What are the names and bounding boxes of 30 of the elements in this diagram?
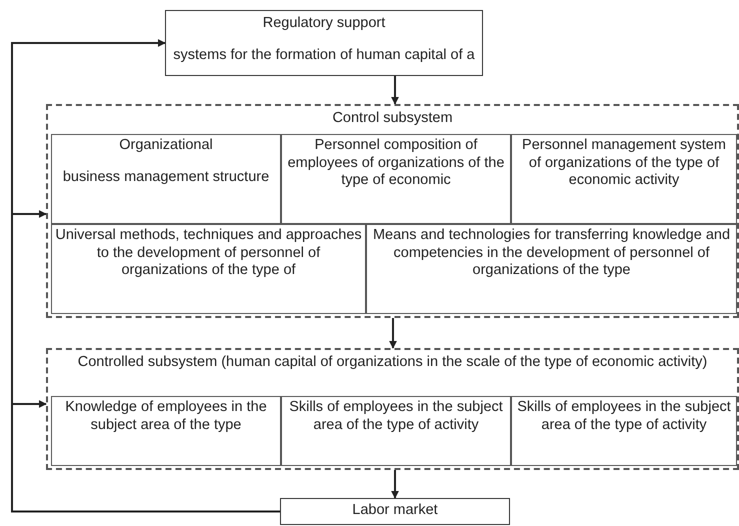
table-cell: [51, 134, 281, 224]
process-box: [165, 10, 483, 76]
box-text: business management structure: [62, 168, 270, 186]
box-text: Personnel composition of employees of organizations of the type of economic: [286, 137, 506, 190]
table-cell: [51, 224, 366, 314]
box-text: Controlled subsystem (human capital of organizations in the scale of the type of economic activity): [76, 354, 708, 372]
box-text: Knowledge of employees in the subject area of the type: [64, 399, 268, 434]
box-text: Skills of employees in the subject area of the type of activity: [516, 399, 732, 434]
box-text: Skills of employees in the subject area of the type of activity: [288, 399, 504, 434]
table-cell: [281, 134, 511, 224]
box-text: Universal methods, techniques and approaches to the development of personnel of organizations of the type of: [55, 227, 362, 280]
table-cell: [511, 396, 737, 466]
subsystem-group: [46, 348, 739, 470]
table-cell: [511, 134, 737, 224]
box-heading: Organizational: [119, 137, 213, 155]
arrow: [391, 76, 399, 105]
box-text: Labor market: [351, 502, 439, 520]
box-text: Means and technologies for transferring knowledge and competencies in the development of personnel of organizations of the type: [372, 227, 732, 280]
box-text: systems for the formation of human capital of a: [172, 46, 476, 64]
arrow: [389, 318, 397, 349]
process-box: [280, 498, 510, 525]
table-cell: [281, 396, 511, 466]
table-cell: [51, 396, 281, 466]
box-text: Personnel management system of organizations of the type of economic activity: [521, 137, 727, 190]
arrow: [11, 400, 280, 512]
arrow: [391, 470, 399, 499]
box-text: Control subsystem: [331, 110, 454, 128]
subsystem-group: [46, 104, 739, 318]
box-heading: Regulatory support: [262, 15, 386, 33]
table-cell: [366, 224, 737, 314]
